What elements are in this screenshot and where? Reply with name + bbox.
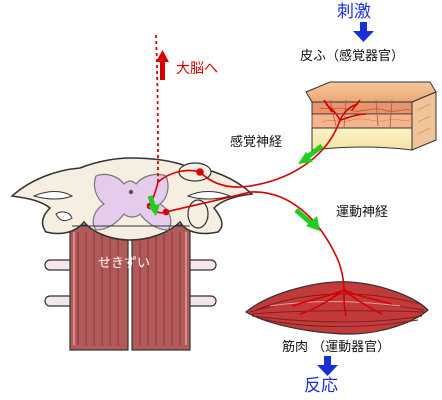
muscle-label: 筋肉 （運動器官） xyxy=(282,340,391,355)
spine-muscle-left xyxy=(69,224,129,351)
spine-muscle-right xyxy=(131,224,191,351)
cord-direction-arrow xyxy=(147,195,160,216)
response-label: 反応 xyxy=(304,376,338,396)
sensory-direction-arrow xyxy=(298,144,324,164)
motor-nerve-label: 運動神経 xyxy=(336,205,389,220)
spinal-cord-label: せきずい xyxy=(98,256,151,271)
spinal-cord-section xyxy=(10,157,254,241)
muscle-organ xyxy=(244,281,429,335)
arrow-to-brain xyxy=(156,50,169,80)
nerve-pathways xyxy=(146,33,393,317)
response-arrow xyxy=(317,356,338,376)
stimulus-arrow xyxy=(353,22,374,42)
skin-label: 皮ふ（感覚器官） xyxy=(300,49,405,64)
to-brain-label: 大脳へ xyxy=(176,61,218,77)
motor-nerve-line xyxy=(165,191,345,291)
sensory-nerve-line xyxy=(199,119,341,188)
stimulus-label: 刺激 xyxy=(337,2,371,22)
motor-direction-arrow xyxy=(294,208,320,231)
skin-block xyxy=(305,81,437,151)
spinal-column xyxy=(44,224,217,351)
sensory-nerve-label: 感覚神経 xyxy=(230,135,283,150)
ascending-pathway xyxy=(155,33,159,183)
